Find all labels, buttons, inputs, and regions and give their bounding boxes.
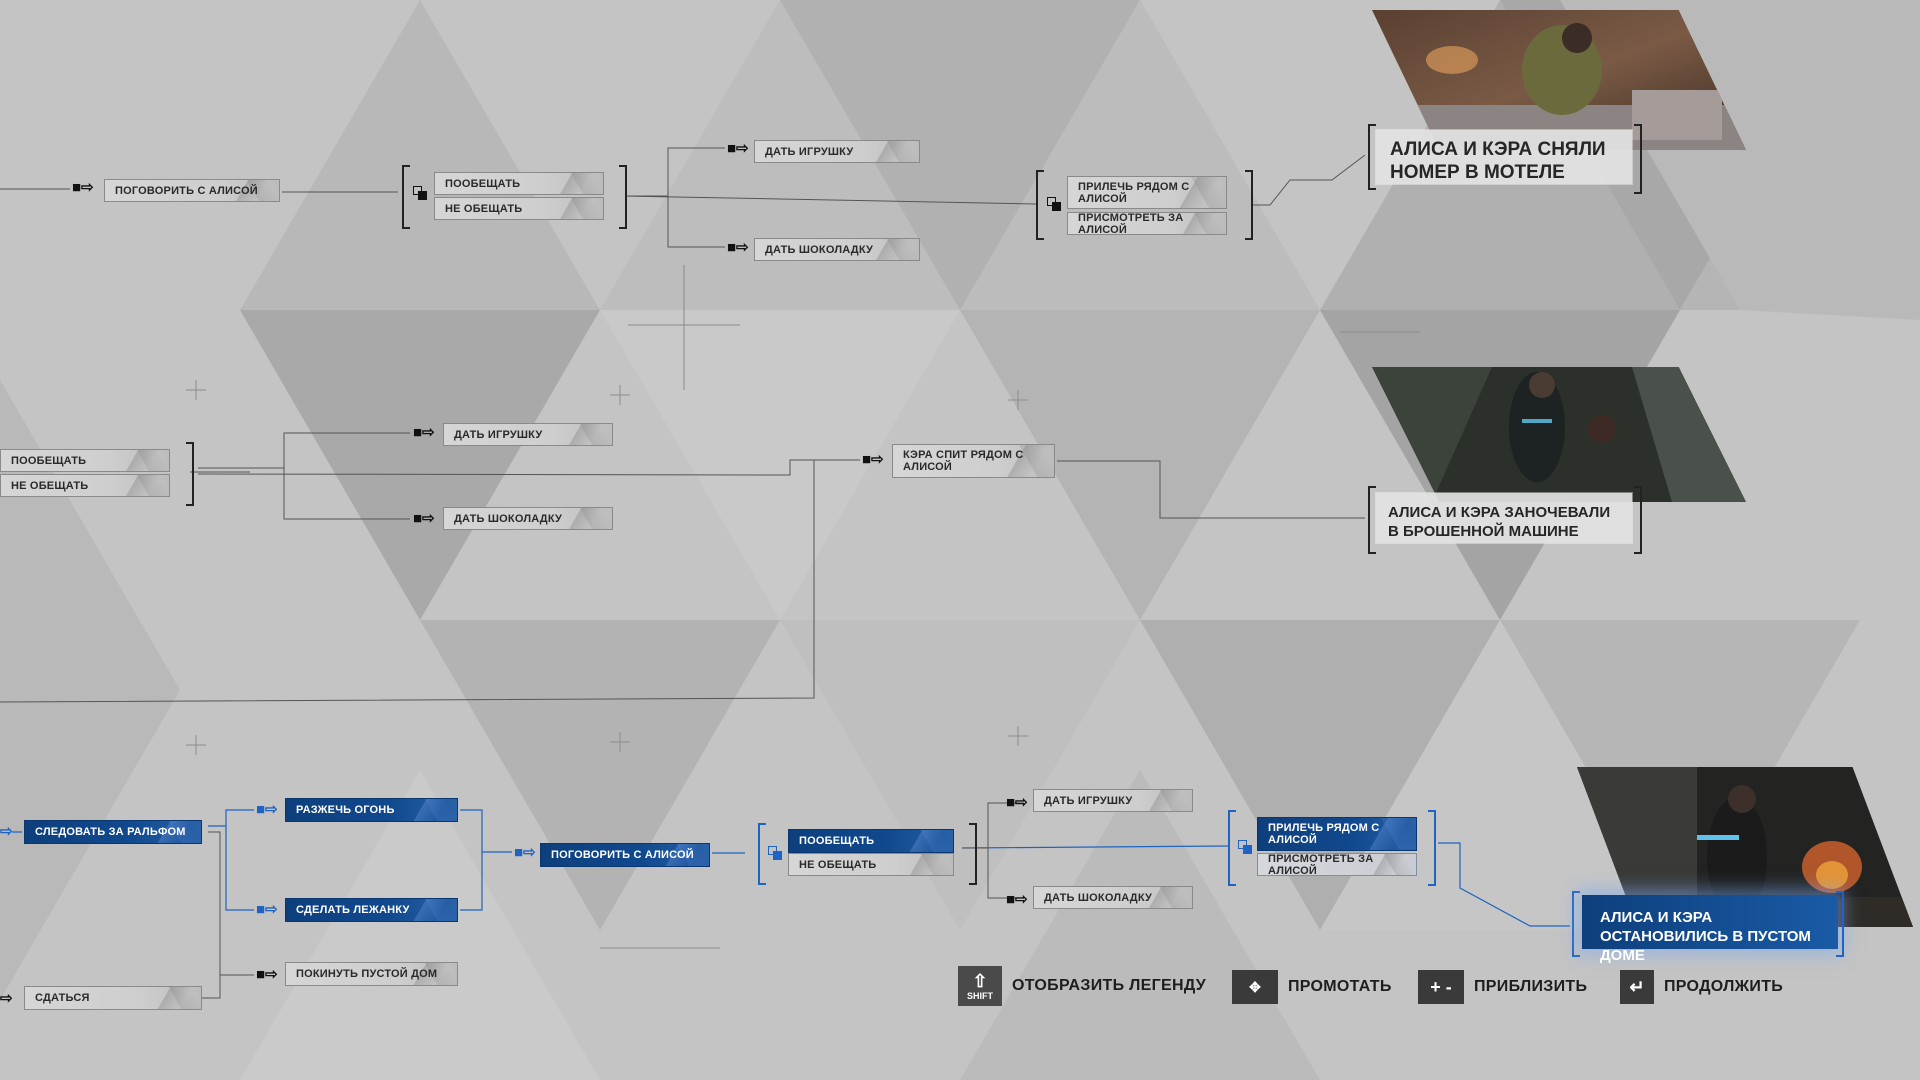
scroll-control[interactable]: ✥ ПРОМОТАТЬ (1232, 970, 1392, 1004)
house-leave-house-node[interactable]: ПОКИНУТЬ ПУСТОЙ ДОМ (285, 962, 458, 986)
house-outcome[interactable]: АЛИСА И КЭРА ОСТАНОВИЛИСЬ В ПУСТОМ ДОМЕ (1582, 895, 1838, 964)
enter-key-icon: ↵ (1620, 970, 1654, 1004)
bracket (402, 165, 410, 229)
car-give-chocolate-node[interactable]: ДАТЬ ШОКОЛАДКУ (443, 507, 613, 530)
bracket (1245, 170, 1253, 240)
choice-icon (1238, 840, 1252, 854)
choice-icon (768, 846, 782, 860)
outcome-bracket (1572, 891, 1580, 957)
house-give-toy-node[interactable]: ДАТЬ ИГРУШКУ (1033, 789, 1193, 812)
bracket (1036, 170, 1044, 240)
car-kara-sleeps-node[interactable]: КЭРА СПИТ РЯДОМ С АЛИСОЙ (892, 444, 1055, 478)
house-give-chocolate-node[interactable]: ДАТЬ ШОКОЛАДКУ (1033, 886, 1193, 909)
house-watch-alice-node[interactable]: ПРИСМОТРЕТЬ ЗА АЛИСОЙ (1257, 853, 1417, 877)
outcome-bracket (1836, 891, 1844, 957)
motel-outcome[interactable]: АЛИСА И КЭРА СНЯЛИ НОМЕР В МОТЕЛЕ (1376, 130, 1632, 184)
house-lie-with-alice-node[interactable]: ПРИЛЕЧЬ РЯДОМ С АЛИСОЙ (1257, 817, 1417, 851)
shift-key-icon: ⇧SHIFT (958, 966, 1002, 1006)
plus-minus-keys-icon: + - (1418, 970, 1464, 1004)
arrow-icon: ■⇨ (1006, 891, 1028, 908)
legend-control[interactable]: ⇧SHIFT ОТОБРАЗИТЬ ЛЕГЕНДУ (958, 966, 1206, 1006)
arrow-icon: ■⇨ (413, 424, 435, 441)
arrow-icon: ■⇨ (72, 179, 94, 196)
move-arrows-icon: ✥ (1232, 970, 1278, 1004)
motel-promise-node[interactable]: ПООБЕЩАТЬ (434, 172, 604, 195)
arrow-icon: ■⇨ (727, 140, 749, 157)
arrow-icon: ■⇨ (1006, 794, 1028, 811)
house-make-bed-node[interactable]: СДЕЛАТЬ ЛЕЖАНКУ (285, 898, 458, 922)
outcome-bracket (1634, 486, 1642, 554)
arrow-icon: ⇨ (0, 823, 13, 840)
outcome-bracket (1368, 124, 1376, 190)
arrow-icon: ■⇨ (256, 801, 278, 818)
house-surrender-node[interactable]: СДАТЬСЯ (24, 986, 202, 1010)
arrow-icon: ■⇨ (862, 451, 884, 468)
choice-icon (413, 186, 427, 200)
car-promise-node[interactable]: ПООБЕЩАТЬ (0, 449, 170, 472)
bracket (619, 165, 627, 229)
motel-give-toy-node[interactable]: ДАТЬ ИГРУШКУ (754, 140, 920, 163)
bracket (1228, 810, 1236, 886)
bracket (969, 823, 977, 885)
choice-icon (1047, 197, 1061, 211)
arrow-icon: ■⇨ (413, 510, 435, 527)
car-give-toy-node[interactable]: ДАТЬ ИГРУШКУ (443, 423, 613, 446)
zoom-control[interactable]: + - ПРИБЛИЗИТЬ (1418, 970, 1587, 1004)
house-light-fire-node[interactable]: РАЗЖЕЧЬ ОГОНЬ (285, 798, 458, 822)
car-not-promise-node[interactable]: НЕ ОБЕЩАТЬ (0, 474, 170, 497)
car-outcome[interactable]: АЛИСА И КЭРА ЗАНОЧЕВАЛИ В БРОШЕННОЙ МАШИ… (1376, 493, 1632, 543)
motel-give-chocolate-node[interactable]: ДАТЬ ШОКОЛАДКУ (754, 238, 920, 261)
outcome-bracket (1634, 124, 1642, 194)
motel-not-promise-node[interactable]: НЕ ОБЕЩАТЬ (434, 197, 604, 220)
house-talk-alice-node[interactable]: ПОГОВОРИТЬ С АЛИСОЙ (540, 843, 710, 867)
arrow-icon: ■⇨ (514, 844, 536, 861)
continue-control[interactable]: ↵ ПРОДОЛЖИТЬ (1620, 970, 1783, 1004)
bracket (758, 823, 766, 885)
house-not-promise-node[interactable]: НЕ ОБЕЩАТЬ (788, 853, 954, 876)
arrow-icon: ■⇨ (727, 239, 749, 256)
motel-lie-with-alice-node[interactable]: ПРИЛЕЧЬ РЯДОМ С АЛИСОЙ (1067, 176, 1227, 209)
motel-talk-alice-node[interactable]: ПОГОВОРИТЬ С АЛИСОЙ (104, 179, 280, 202)
arrow-icon: ⇨ (0, 990, 13, 1007)
motel-watch-alice-node[interactable]: ПРИСМОТРЕТЬ ЗА АЛИСОЙ (1067, 212, 1227, 236)
arrow-icon: ■⇨ (256, 901, 278, 918)
house-promise-node[interactable]: ПООБЕЩАТЬ (788, 829, 954, 853)
house-follow-ralph-node[interactable]: СЛЕДОВАТЬ ЗА РАЛЬФОМ (24, 820, 202, 844)
outcome-bracket (1368, 486, 1376, 554)
bracket (186, 442, 194, 506)
arrow-icon: ■⇨ (256, 966, 278, 983)
bracket (1428, 810, 1436, 886)
